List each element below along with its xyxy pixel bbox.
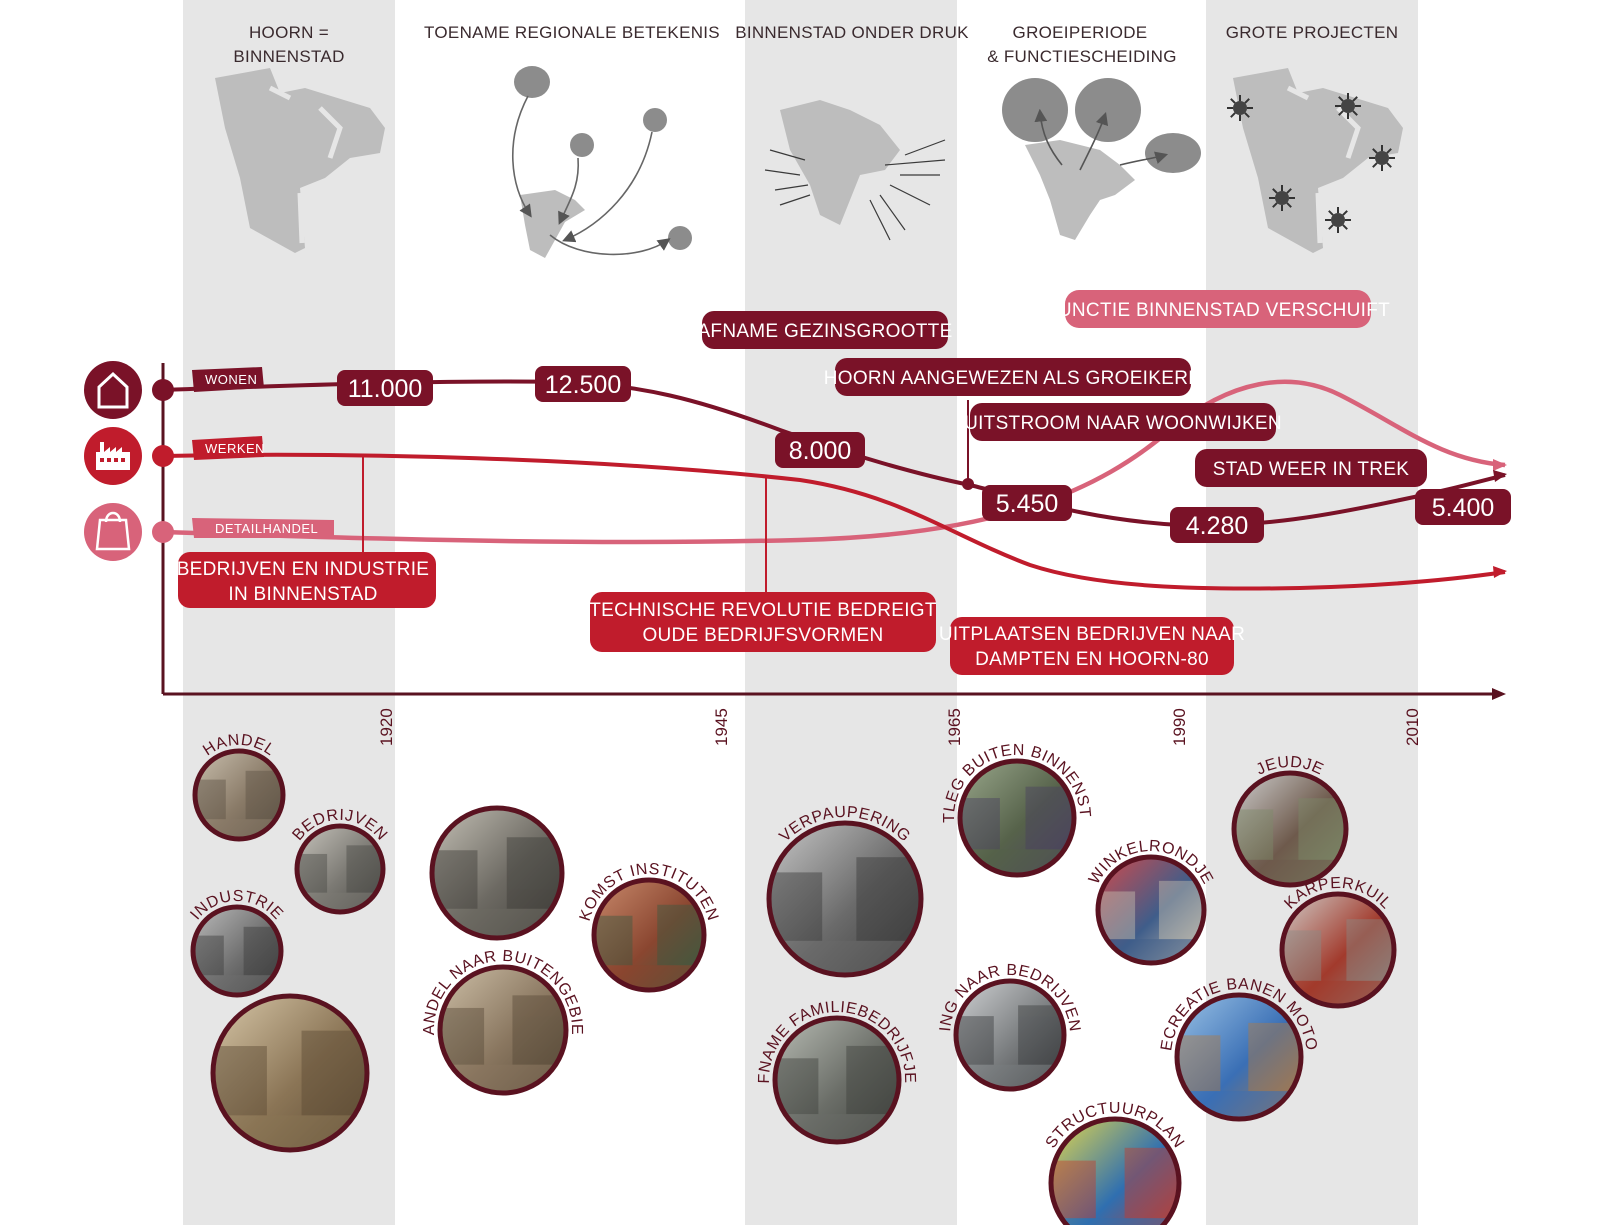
- annotation-uitstroom: [970, 403, 1276, 441]
- period-title-5: GROTE PROJECTEN: [1226, 23, 1399, 42]
- detailhandel-axis-dot: [152, 521, 174, 543]
- year-1990: 1990: [1170, 708, 1189, 746]
- period-maps: [215, 66, 1403, 258]
- annotation-uitplaatsen-line-1: UITPLAATSEN BEDRIJVEN NAAR: [939, 624, 1245, 645]
- period-title-1-line-2: BINNENSTAD: [233, 47, 344, 66]
- growth-circle-3: [1145, 133, 1201, 173]
- period-title-1-line-1: HOORN =: [249, 23, 329, 42]
- project-sun-icon: [1369, 145, 1395, 171]
- annotation-groeikern-text: HOORN AANGEWEZEN ALS GROEIKERN: [824, 368, 1203, 389]
- project-markers: [1227, 93, 1395, 233]
- region-circle-1: [514, 66, 550, 98]
- value-5450: 5.450: [996, 490, 1059, 518]
- value-8000: 8.000: [789, 437, 852, 465]
- annotation-uitplaatsen: [950, 617, 1234, 675]
- city-map-1: [215, 68, 385, 253]
- value-pills: 11.000 12.500 8.000 5.450 4.280 5.400: [337, 366, 1511, 543]
- werken-tag: [192, 436, 264, 460]
- annotation-uitstroom-text: UITSTROOM NAAR WOONWIJKEN: [964, 413, 1282, 434]
- wonen-curve: [162, 379, 1506, 528]
- project-sun-icon: [1269, 185, 1295, 211]
- annotation-groeikern: [835, 358, 1191, 396]
- annotation-functie-verschuift-text: FUNCTIE BINNENSTAD VERSCHUIFT: [1046, 300, 1390, 321]
- annotation-functie-verschuift: [1065, 290, 1371, 328]
- annotation-stad-weer-in-trek: [1195, 449, 1427, 487]
- project-sun-icon: [1335, 93, 1361, 119]
- value-4280: 4.280: [1186, 512, 1249, 540]
- value-11000: 11.000: [348, 375, 423, 403]
- annotation-bedrijven-industrie-line-1: BEDRIJVEN EN INDUSTRIE: [177, 559, 430, 580]
- photo-circle-f1: HANDEL: [192, 732, 286, 842]
- value-12500: 12.500: [545, 371, 621, 399]
- category-icons: [84, 361, 142, 561]
- annotation-afname-gezinsgrootte-text: AFNAME GEZINSGROOTTE: [697, 321, 952, 342]
- annotation-uitplaatsen-line-2: DAMPTEN EN HOORN-80: [975, 649, 1209, 670]
- house-icon: [84, 361, 142, 419]
- period-titles: HOORN = BINNENSTAD TOENAME REGIONALE BET…: [233, 23, 1398, 66]
- shopping-bag-icon: [84, 503, 142, 561]
- year-1945: 1945: [712, 708, 731, 746]
- photo-circle-f14: JEUDJE: [1231, 754, 1349, 888]
- photo-circle-f7: KOMST INSTITUTEN: [577, 861, 721, 993]
- period-title-4-line-2: & FUNCTIESCHEIDING: [987, 47, 1177, 66]
- value-pill-8000: [775, 432, 865, 468]
- year-labels: 1920 1945 1965 1990 2010: [377, 708, 1422, 746]
- photo-circle-f13: STRUCTUURPLAN: [1043, 1100, 1187, 1225]
- project-sun-icon: [1227, 95, 1253, 121]
- annotation-technische-revolutie-line-2: OUDE BEDRIJFSVORMEN: [642, 625, 883, 646]
- connectors: [362, 400, 974, 592]
- city-map-5: [1233, 68, 1403, 253]
- value-pill-11000: [337, 370, 433, 406]
- annotation-bedrijven-industrie: [178, 552, 436, 608]
- period-title-2: TOENAME REGIONALE BETEKENIS: [424, 23, 720, 42]
- annotation-afname-gezinsgrootte: [702, 311, 948, 349]
- wonen-tag: [192, 367, 264, 392]
- photo-circle-f8: VERPAUPERING: [766, 804, 924, 978]
- growth-circle-2: [1075, 78, 1141, 142]
- year-2010: 2010: [1403, 708, 1422, 746]
- annotation-technische-revolutie-line-1: TECHNISCHE REVOLUTIE BEDREIGT: [589, 600, 937, 621]
- category-tags: WONEN WERKEN DETAILHANDEL: [192, 367, 334, 538]
- value-pill-12500: [535, 366, 631, 402]
- year-1965: 1965: [945, 708, 964, 746]
- value-5400: 5.400: [1432, 494, 1495, 522]
- photo-circle-f5: [429, 805, 565, 941]
- period-title-3: BINNENSTAD ONDER DRUK: [735, 23, 969, 42]
- photo-circle-f11: WINKELRONDJE: [1086, 838, 1216, 966]
- werken-tag-label: WERKEN: [205, 441, 265, 456]
- value-pill-5400: [1415, 489, 1511, 525]
- photo-circle-f15: KARPERKUIL: [1279, 875, 1397, 1009]
- year-1920: 1920: [377, 708, 396, 746]
- period-title-4-line-1: GROEIPERIODE: [1013, 23, 1148, 42]
- detailhandel-tag-label: DETAILHANDEL: [215, 521, 318, 536]
- annotations: AFNAME GEZINSGROOTTE HOORN AANGEWEZEN AL…: [177, 290, 1427, 675]
- region-circle-3: [643, 108, 667, 132]
- category-markers: [152, 379, 174, 543]
- annotation-stad-weer-in-trek-text: STAD WEER IN TREK: [1213, 459, 1410, 480]
- wonen-tag-label: WONEN: [205, 372, 257, 387]
- werken-curve: [162, 452, 1506, 591]
- factory-icon: [84, 427, 142, 485]
- city-map-3: [764, 100, 946, 241]
- growth-circle-1: [1002, 78, 1068, 142]
- region-circle-2: [570, 133, 594, 157]
- detailhandel-tag: [192, 518, 334, 538]
- werken-axis-dot: [152, 445, 174, 467]
- wonen-axis-dot: [152, 379, 174, 401]
- region-circle-4: [668, 226, 692, 250]
- annotation-bedrijven-industrie-line-2: IN BINNENSTAD: [228, 584, 377, 605]
- project-sun-icon: [1325, 207, 1351, 233]
- value-pill-5450: [982, 485, 1072, 521]
- photo-circle-f3: INDUSTRIE: [187, 888, 286, 998]
- value-pill-4280: [1170, 507, 1264, 543]
- city-map-4: [1002, 78, 1201, 240]
- annotation-technische-revolutie: [590, 592, 936, 652]
- city-map-2: [512, 66, 692, 258]
